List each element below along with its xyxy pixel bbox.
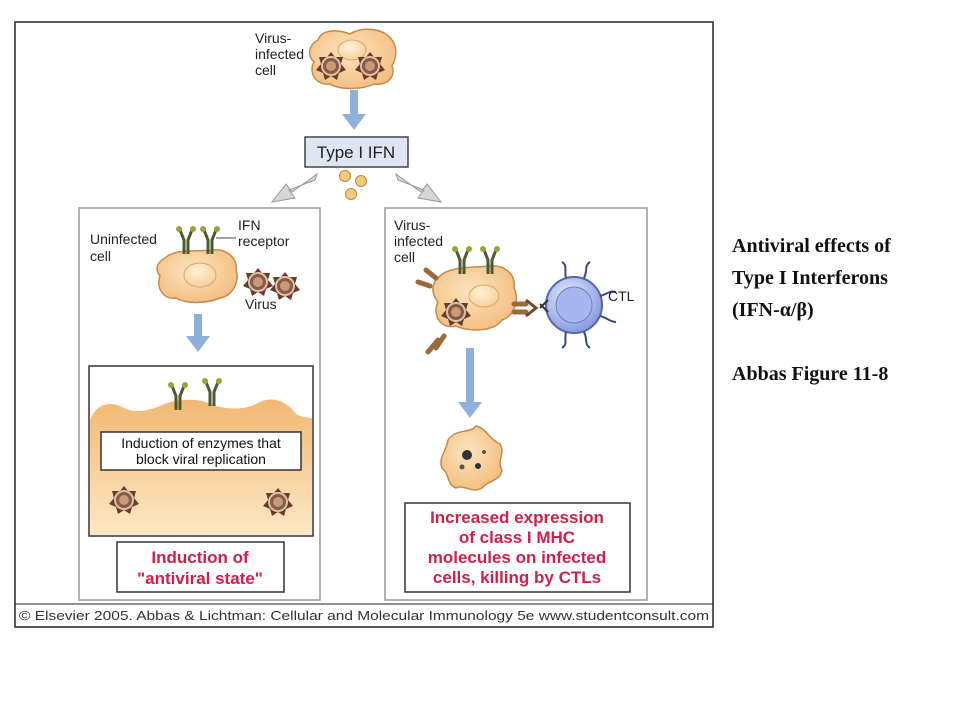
infected-label-1: Virus- [394,217,431,233]
ctl-result-box [404,502,631,593]
left-down-arrow-icon [186,314,210,352]
antiviral-result-box [116,541,285,593]
antiviral-result-line-2: "antiviral state" [137,569,263,588]
top-infected-cell [308,28,397,90]
right-infected-cell [415,244,539,355]
ctl-result-line-2: of class I MHC [459,528,575,547]
caption-title-1: Antiviral effects of [732,235,891,257]
apoptotic-cell [440,425,503,491]
ifn-box [304,136,409,168]
right-down-arrow-icon [458,348,482,418]
top-cell-label-2: infected [255,46,304,62]
antiviral-result-line-1: Induction of [151,548,249,567]
infected-label-2: infected [394,233,443,249]
uninfected-label-2: cell [90,248,111,264]
receptor-label-1: IFN [238,217,261,233]
ifn-box-label: Type I IFN [317,143,395,162]
enzyme-box-line-2: block viral replication [136,451,266,467]
caption-reference: Abbas Figure 11-8 [732,363,889,385]
ctl-result-line-3: molecules on infected [428,548,607,567]
right-branch-arrow-icon [395,172,443,203]
infected-label-3: cell [394,249,415,265]
enzyme-box [100,431,302,471]
copyright-text: © Elsevier 2005. Abbas & Lichtman: Cellu… [19,609,709,623]
uninfected-label-1: Uninfected [90,231,157,247]
caption-title-2: Type I Interferons [732,267,888,289]
uninfected-cell [156,224,238,304]
virus-label: Virus [245,296,277,312]
left-branch-arrow-icon [270,172,318,203]
receptor-label-2: receptor [238,233,290,249]
ctl-label: CTL [608,288,635,304]
ctl-result-line-1: Increased expression [430,508,604,527]
top-cell-label-3: cell [255,62,276,78]
enzyme-box-line-1: Induction of enzymes that [121,435,281,451]
down-arrow-icon [342,90,366,130]
ctl-result-line-4: cells, killing by CTLs [433,568,601,587]
ctl-cell [539,261,617,349]
caption-title-3: (IFN-α/β) [732,299,814,321]
top-cell-label-1: Virus- [255,30,292,46]
